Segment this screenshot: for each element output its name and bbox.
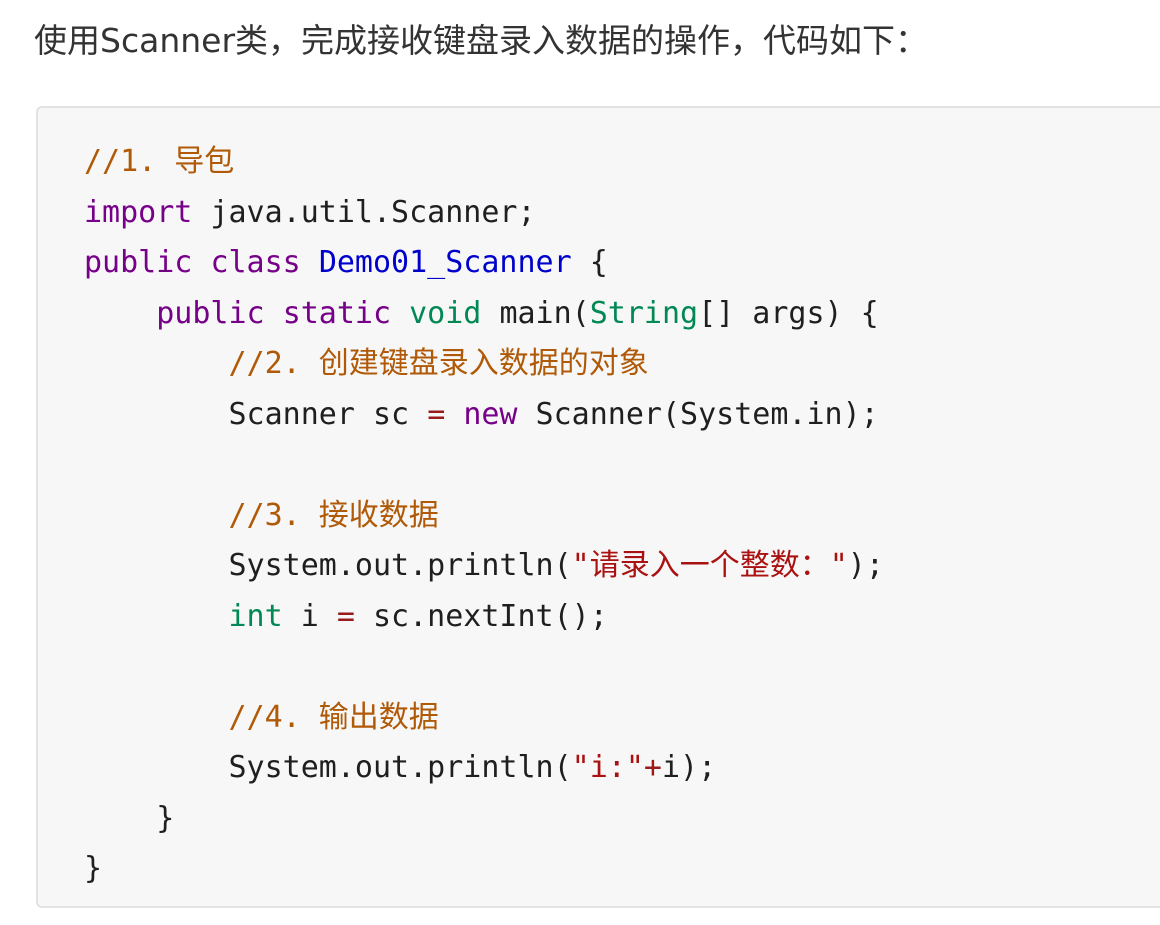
- code-line-11: [84, 642, 884, 693]
- code-text: );: [847, 548, 884, 583]
- class-name: Demo01_Scanner: [318, 245, 572, 280]
- type: int: [228, 598, 283, 634]
- type: void: [409, 295, 482, 331]
- code-text: System.out.println(: [228, 548, 572, 583]
- keyword: public: [156, 295, 265, 331]
- keyword: class: [210, 245, 301, 280]
- type: String: [589, 295, 699, 331]
- code-text: java.util.Scanner;: [192, 194, 536, 230]
- intro-paragraph: 使用Scanner类，完成接收键盘录入数据的操作，代码如下：: [34, 21, 929, 60]
- code-line-10: int i = sc.nextInt();: [84, 592, 884, 643]
- string-literal: "请录入一个整数：": [571, 548, 848, 583]
- code-line-14: }: [84, 794, 884, 845]
- method-name: main(: [499, 295, 590, 331]
- keyword: import: [84, 194, 193, 230]
- code-text: [] args) {: [698, 295, 879, 331]
- code-text: Scanner(System.in);: [517, 396, 879, 432]
- code-line-5: //2. 创建键盘录入数据的对象: [84, 339, 884, 390]
- code-line-7: [84, 440, 884, 491]
- operator: =: [336, 598, 355, 634]
- code-line-4: public static void main(String[] args) {: [84, 289, 884, 340]
- comment: //3. 接收数据: [228, 497, 439, 533]
- code-line-2: import java.util.Scanner;: [84, 188, 884, 239]
- comment: //2. 创建键盘录入数据的对象: [228, 346, 649, 381]
- code-line-12: //4. 输出数据: [84, 693, 884, 744]
- brace: }: [156, 800, 175, 836]
- code-line-9: System.out.println("请录入一个整数：");: [84, 541, 884, 592]
- code-line-13: System.out.println("i:"+i);: [84, 743, 884, 794]
- code-line-8: //3. 接收数据: [84, 491, 884, 542]
- brace: {: [589, 245, 608, 280]
- keyword: public: [84, 245, 193, 280]
- code-text: sc.nextInt();: [354, 598, 608, 634]
- code-line-3: public class Demo01_Scanner {: [84, 238, 884, 289]
- code-line-1: //1. 导包: [84, 137, 884, 188]
- code-line-15: }: [84, 844, 884, 895]
- operator: +: [643, 750, 662, 785]
- comment: //4. 输出数据: [228, 699, 439, 735]
- code-line-6: Scanner sc = new Scanner(System.in);: [84, 390, 884, 441]
- string-literal: "i:": [571, 750, 644, 785]
- code-text: i: [282, 598, 337, 634]
- keyword: new: [463, 396, 518, 432]
- comment: //1. 导包: [84, 144, 235, 179]
- brace: }: [84, 851, 103, 886]
- code-text: Scanner sc: [228, 396, 428, 432]
- code-text: i);: [661, 750, 717, 785]
- keyword: static: [282, 295, 392, 331]
- operator: =: [427, 396, 446, 432]
- code-text: System.out.println(: [228, 750, 572, 785]
